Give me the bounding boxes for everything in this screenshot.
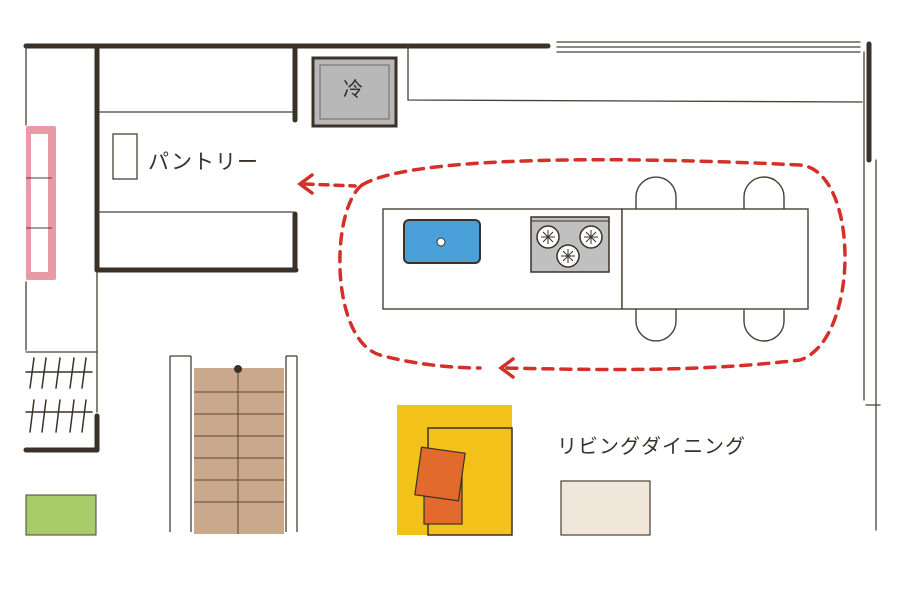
chair <box>743 176 785 209</box>
back-counter <box>407 45 863 103</box>
fridge <box>311 56 398 128</box>
chair <box>743 309 785 342</box>
rug <box>560 480 651 536</box>
thin-lines <box>25 41 881 531</box>
walls <box>23 41 872 453</box>
sink-drain-icon <box>436 237 446 247</box>
closet <box>25 357 93 433</box>
living-dining-label: リビングダイニング <box>557 434 746 458</box>
staircase <box>169 355 298 534</box>
chair <box>635 309 677 342</box>
arrow-left-icon <box>498 357 515 379</box>
sofa <box>397 405 513 536</box>
kitchen-island <box>382 208 623 310</box>
pantry-label: パントリー <box>148 150 260 174</box>
fridge-label: 冷 <box>343 77 364 101</box>
dining-table <box>621 176 809 342</box>
pantry-switch <box>112 133 138 180</box>
green-mat <box>25 494 97 536</box>
hanger-icon <box>29 357 87 433</box>
pink-shelf <box>26 126 56 280</box>
cushion <box>414 446 466 502</box>
chair <box>635 176 677 209</box>
arrow-left-icon <box>297 173 314 195</box>
circulation-route <box>297 158 847 379</box>
